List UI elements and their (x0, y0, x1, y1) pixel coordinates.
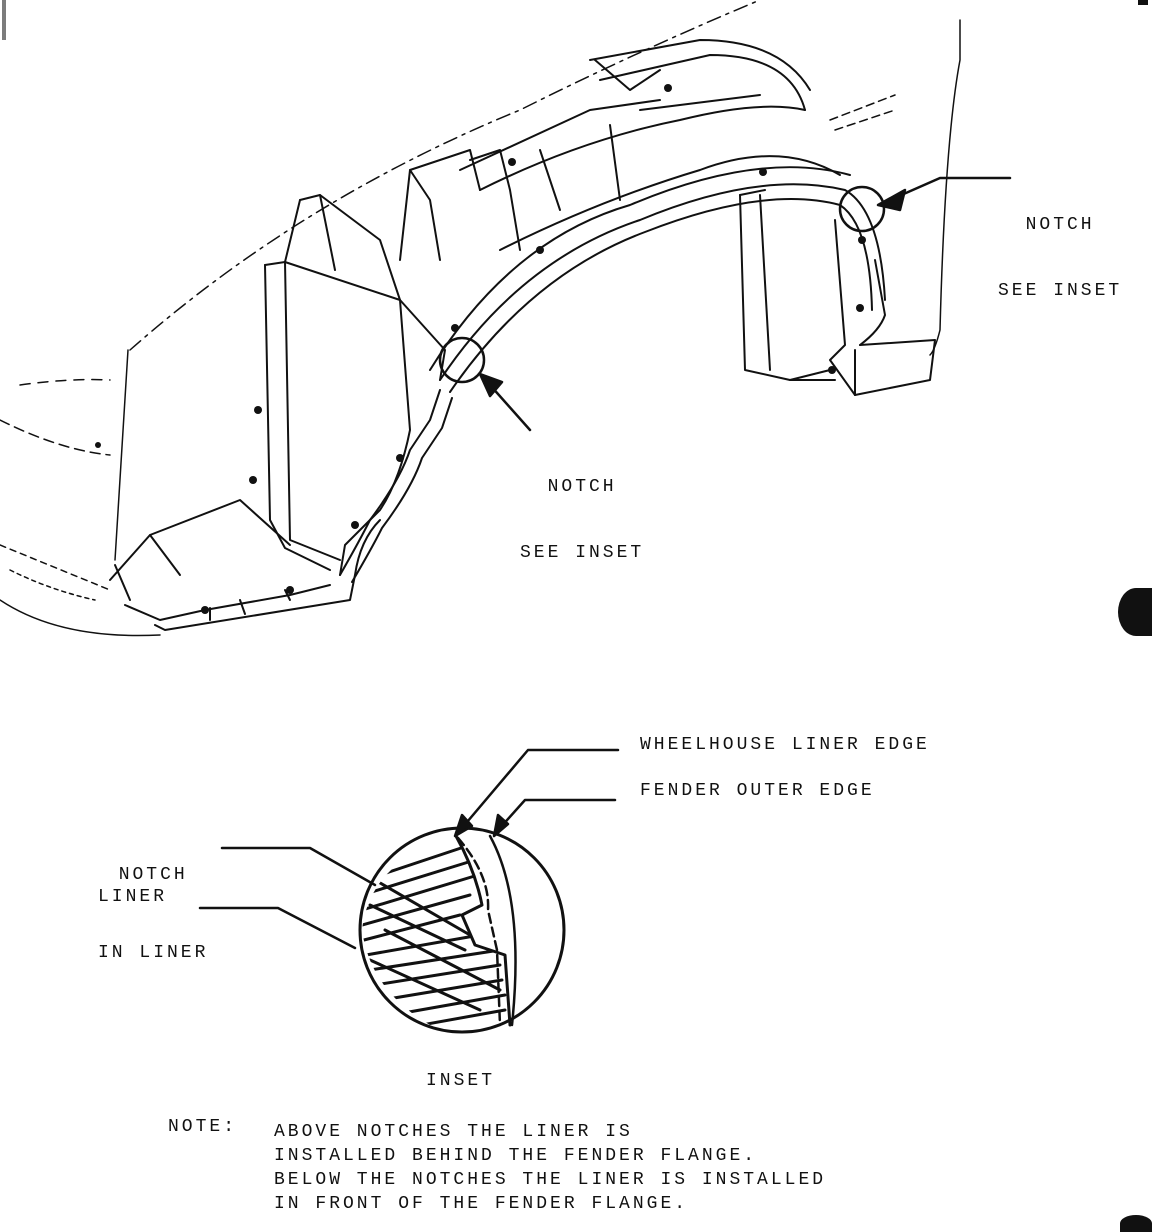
liner-hatching (362, 843, 507, 1030)
inset-leader-lines (198, 748, 620, 950)
notch-circle-center (438, 336, 486, 384)
liner-fasteners (95, 84, 866, 614)
label-notch-right: NOTCH SEE INSET (998, 215, 1123, 301)
page-corner-mark (1138, 0, 1148, 5)
notch-circle-right (838, 185, 886, 233)
label-notch-center: NOTCH SEE INSET (520, 477, 645, 563)
label-wheelhouse-liner-edge: WHEELHOUSE LINER EDGE (640, 735, 930, 755)
registration-dot (1118, 588, 1152, 636)
inset-caption: INSET (426, 1071, 496, 1091)
label-notch-in-liner: NOTCH IN LINER (98, 865, 209, 963)
notch-leader-arrows (478, 176, 1012, 432)
note-line: ABOVE NOTCHES THE LINER IS (274, 1122, 633, 1142)
note-line: IN FRONT OF THE FENDER FLANGE. (274, 1194, 689, 1214)
note-text: ABOVE NOTCHES THE LINER IS INSTALLED BEH… (274, 1120, 826, 1216)
note-label: NOTE: (168, 1117, 238, 1137)
note-line: BELOW THE NOTCHES THE LINER IS INSTALLED (274, 1170, 827, 1190)
page-corner-mark (2, 0, 6, 40)
wheelhouse-liner (109, 39, 936, 631)
body-contour-lines (0, 0, 961, 637)
label-fender-outer-edge: FENDER OUTER EDGE (640, 781, 875, 801)
label-liner: LINER (98, 887, 168, 907)
page-corner-mark (1120, 1215, 1152, 1232)
note-line: INSTALLED BEHIND THE FENDER FLANGE. (274, 1146, 758, 1166)
